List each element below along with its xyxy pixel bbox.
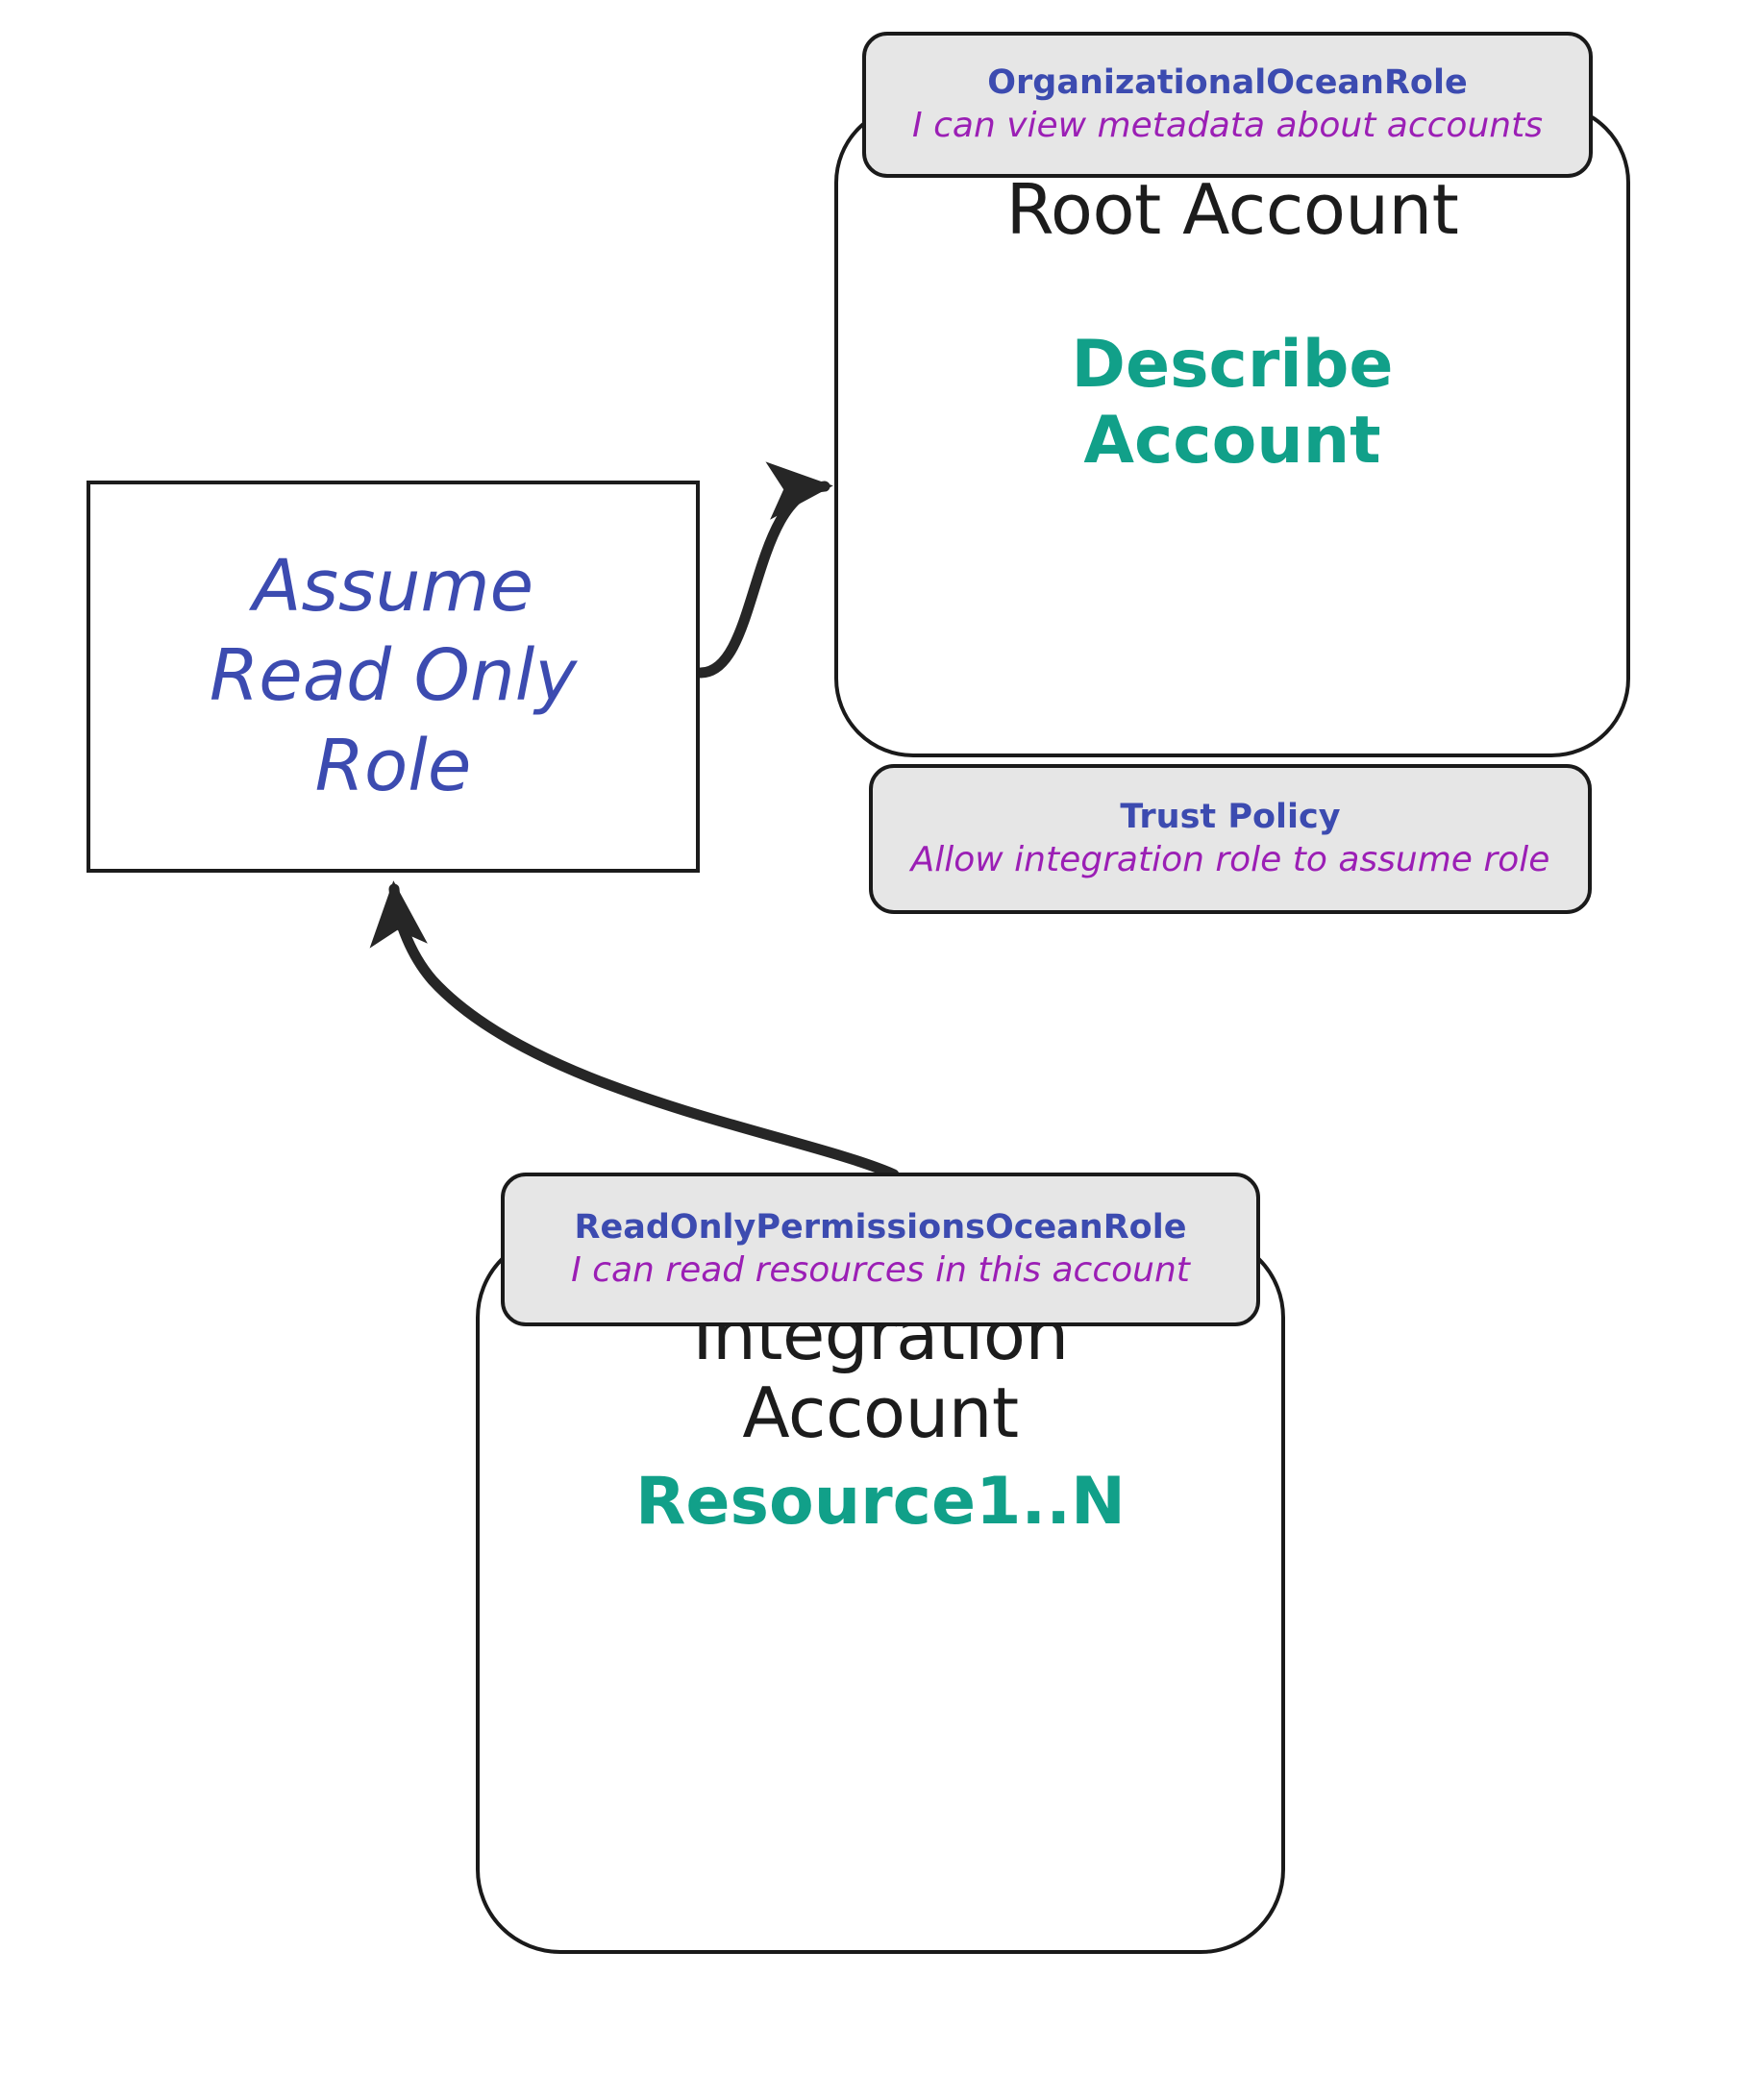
readonly-permissions-ocean-role-name: ReadOnlyPermissionsOceanRole (574, 1208, 1187, 1248)
organizational-ocean-role-note[interactable]: OrganizationalOceanRole I can view metad… (862, 32, 1593, 178)
trust-policy-description: Allow integration role to assume role (910, 840, 1550, 880)
readonly-permissions-ocean-role-description: I can read resources in this account (571, 1250, 1190, 1291)
trust-policy-name: Trust Policy (1120, 798, 1341, 837)
edge-assume-to-root-account (695, 461, 833, 679)
readonly-permissions-ocean-role-note[interactable]: ReadOnlyPermissionsOceanRole I can read … (501, 1173, 1260, 1326)
edge-integration-role-to-assume (369, 880, 900, 1180)
integration-account-node[interactable]: Integration Account Resource1..N (476, 1233, 1285, 1954)
root-account-title: Root Account (1005, 169, 1459, 250)
assume-read-only-role-node[interactable]: Assume Read Only Role (87, 481, 700, 873)
root-account-node[interactable]: Root Account Describe Account (834, 104, 1630, 757)
organizational-ocean-role-name: OrganizationalOceanRole (987, 63, 1468, 103)
trust-policy-note[interactable]: Trust Policy Allow integration role to a… (869, 764, 1592, 914)
integration-account-resource-label: Resource1..N (635, 1464, 1126, 1541)
root-account-resource-label: Describe Account (1071, 326, 1394, 479)
assume-read-only-role-label: Assume Read Only Role (209, 545, 578, 807)
organizational-ocean-role-description: I can view metadata about accounts (912, 106, 1543, 146)
